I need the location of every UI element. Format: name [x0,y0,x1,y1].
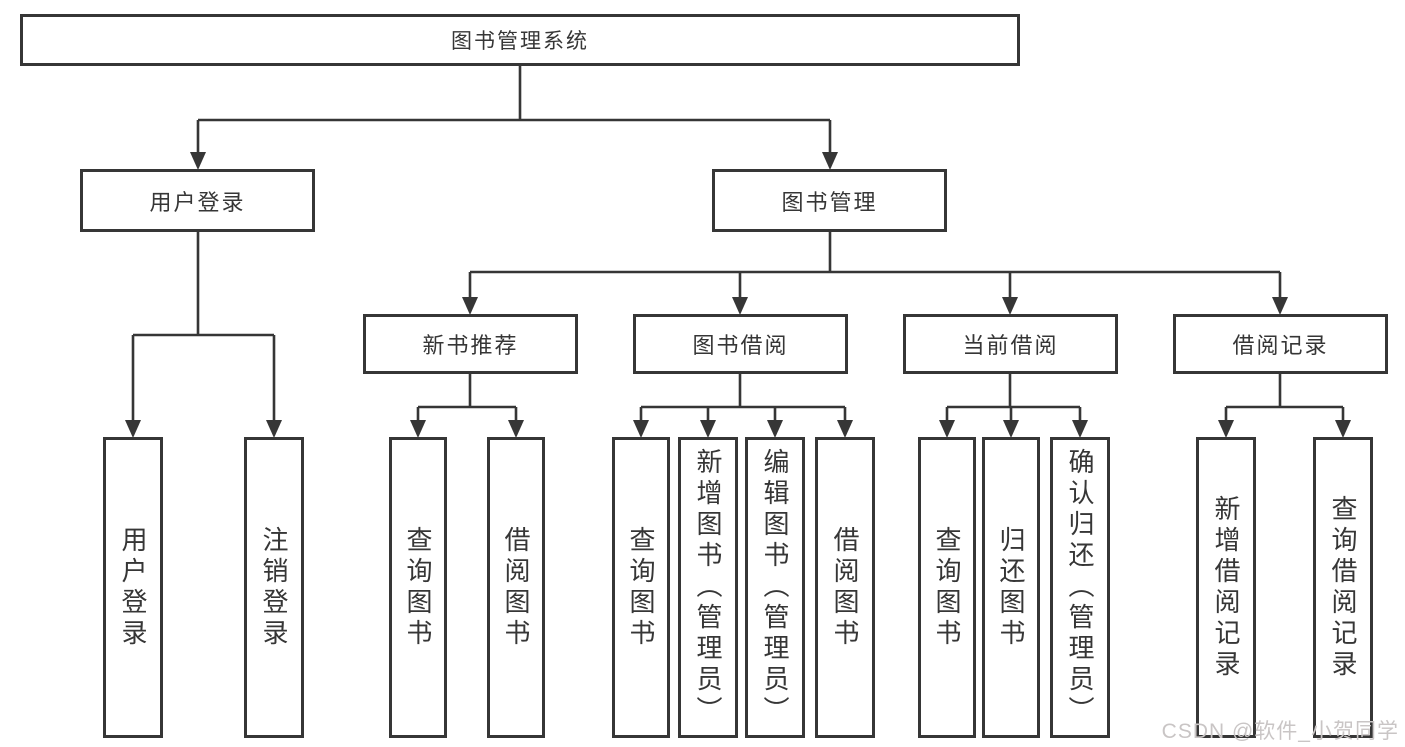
arrow-down-icon [125,420,141,438]
connector-book-borrow-branch [639,374,847,424]
node-label: 借阅图书 [830,525,860,650]
node-label: 当前借阅 [962,333,1059,358]
node-label: 用户登录 [118,525,148,650]
arrow-down-icon [939,420,955,438]
arrow-down-icon [462,297,478,315]
arrow-down-icons [125,152,1351,438]
arrow-down-icon [266,420,282,438]
arrow-down-icon [190,152,206,170]
node-label: 用户登录 [149,189,246,215]
arrow-down-icon [1003,420,1019,438]
arrow-down-icon [1335,420,1351,438]
arrow-down-icon [837,420,853,438]
arrow-down-icon [410,420,426,438]
leaf-edit-book-admin: 编辑图书（管理员） [745,437,805,738]
leaf-logout: 注销登录 [244,437,304,738]
arrow-down-icon [1072,420,1088,438]
node-label: 图书管理系统 [451,30,589,53]
connector-new-book-branch [416,374,518,424]
node-current-borrow: 当前借阅 [903,314,1118,374]
arrow-down-icon [1002,297,1018,315]
arrow-down-icon [767,420,783,438]
node-borrow-records: 借阅记录 [1173,314,1388,374]
leaf-add-borrow-record: 新增借阅记录 [1196,437,1256,738]
node-label: 归还图书 [996,525,1026,650]
connector-book-mgmt-branch [468,232,1282,299]
node-label: 借阅图书 [501,525,531,650]
connector-root-stem [196,66,832,154]
leaf-query-book-1: 查询图书 [389,437,447,738]
arrow-down-icon [732,297,748,315]
connector-user-login-branch [131,232,276,422]
node-label: 图书管理 [781,189,878,215]
node-new-book-recommend: 新书推荐 [363,314,578,374]
arrow-down-icon [822,152,838,170]
node-label: 确认归还（管理员） [1065,448,1095,727]
node-system-root: 图书管理系统 [20,14,1020,66]
leaf-return-book: 归还图书 [982,437,1040,738]
leaf-query-borrow-record: 查询借阅记录 [1313,437,1373,738]
node-label: 查询图书 [932,525,962,650]
node-label: 新书推荐 [422,333,519,358]
node-user-login: 用户登录 [80,169,315,232]
connector-current-borrow-branch [945,374,1082,424]
node-label: 新增图书（管理员） [693,448,723,727]
arrow-down-icon [700,420,716,438]
node-label: 新增借阅记录 [1211,494,1241,681]
node-book-borrow: 图书借阅 [633,314,848,374]
leaf-user-login: 用户登录 [103,437,163,738]
arrow-down-icon [508,420,524,438]
leaf-confirm-return-admin: 确认归还（管理员） [1050,437,1110,738]
node-label: 图书借阅 [692,333,789,358]
leaf-query-book-2: 查询图书 [612,437,670,738]
node-label: 注销登录 [259,525,289,650]
node-label: 查询图书 [626,525,656,650]
node-label: 查询借阅记录 [1328,494,1358,681]
node-label: 借阅记录 [1232,333,1329,358]
leaf-borrow-book-2: 借阅图书 [815,437,875,738]
leaf-borrow-book-1: 借阅图书 [487,437,545,738]
watermark: CSDN @软件_小贺同学 [1161,720,1399,743]
arrow-down-icon [1272,297,1288,315]
arrow-down-icon [1218,420,1234,438]
connector-borrow-records-branch [1224,374,1345,424]
leaf-add-book-admin: 新增图书（管理员） [678,437,738,738]
arrow-down-icon [633,420,649,438]
node-label: 编辑图书（管理员） [760,448,790,727]
leaf-query-book-3: 查询图书 [918,437,976,738]
node-label: 查询图书 [403,525,433,650]
node-book-management: 图书管理 [712,169,947,232]
